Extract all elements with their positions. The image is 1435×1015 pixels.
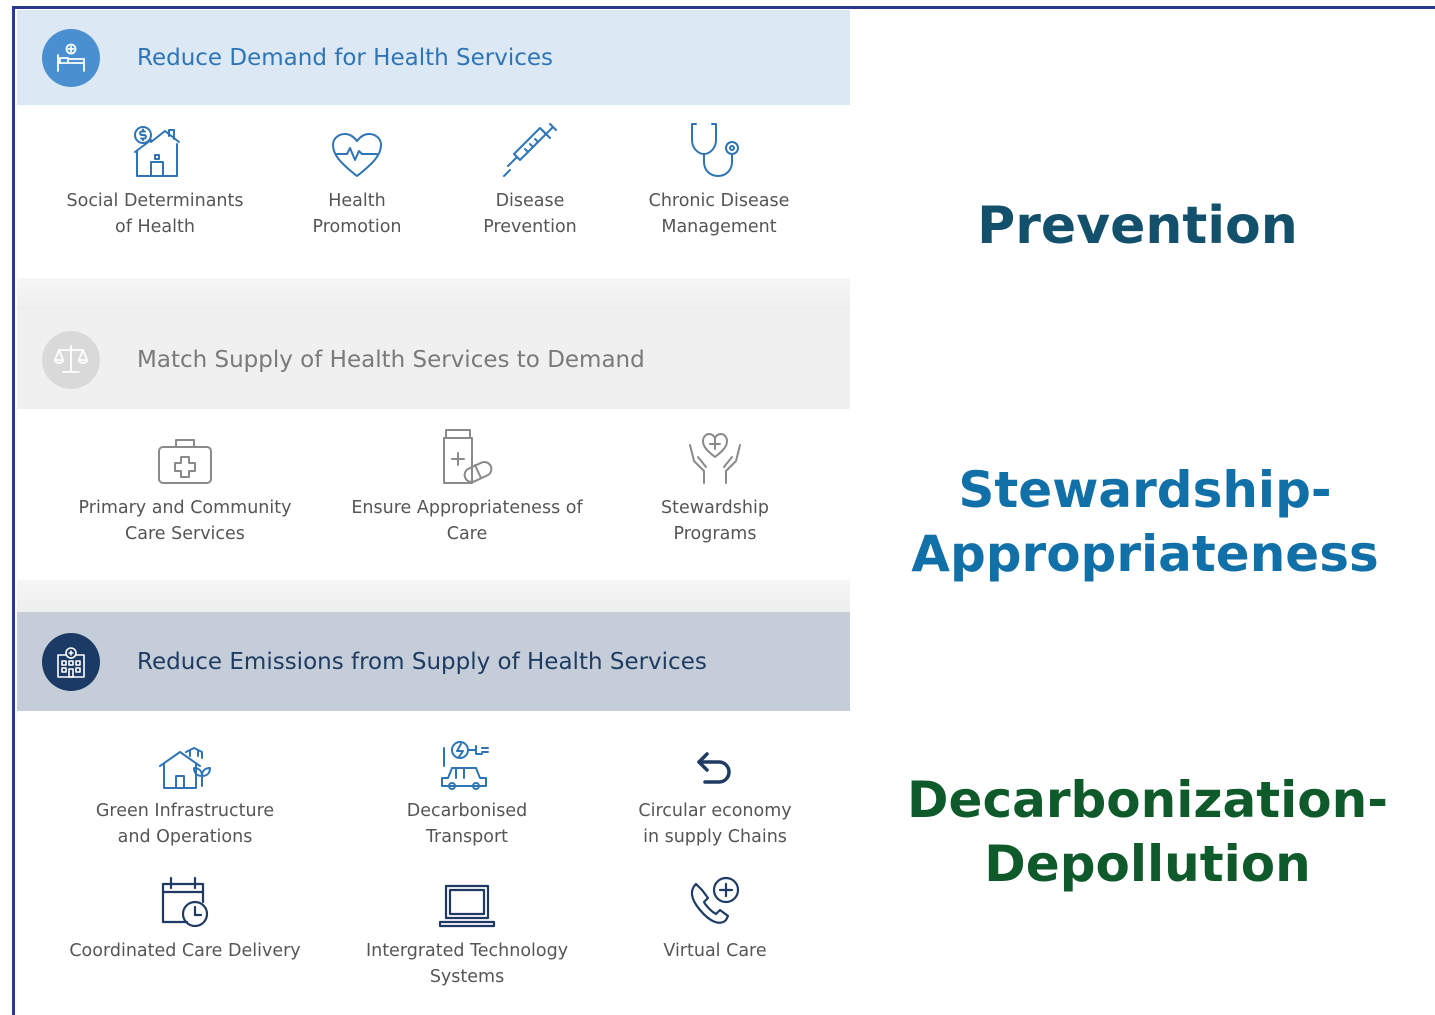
supply-header: Match Supply of Health Services to Deman… (17, 310, 850, 409)
item-label: Virtual Care (663, 941, 767, 961)
item-label: Decarbonised Transport (406, 801, 528, 847)
item-disease-prevention: Disease Prevention (460, 118, 600, 240)
item-primary-care: Primary and Community Care Services (60, 425, 310, 547)
decarbonization-line-2: Depollution (984, 835, 1311, 893)
frame-left-border (12, 6, 15, 1015)
decarbonization-label: Decarbonization- Depollution (850, 768, 1435, 896)
item-label: Ensure Appropriateness of Care (351, 498, 583, 544)
strategy-panel (17, 10, 850, 1015)
green-house-icon (156, 728, 214, 790)
scales-icon (42, 330, 100, 389)
demand-title: Reduce Demand for Health Services (137, 44, 553, 71)
phone-plus-icon (686, 868, 744, 930)
hospital-building-icon (42, 632, 100, 691)
supply-title: Match Supply of Health Services to Deman… (137, 346, 645, 373)
stethoscope-icon (688, 118, 750, 180)
pill-bottle-icon (438, 425, 496, 487)
item-label: Circular economy in supply Chains (638, 801, 792, 847)
electric-car-icon (438, 728, 496, 790)
house-dollar-icon (127, 118, 183, 180)
section-divider (17, 580, 850, 612)
item-decarbonised-transport: Decarbonised Transport (367, 728, 567, 850)
item-label: Coordinated Care Delivery (69, 941, 301, 961)
return-arrow-icon (691, 728, 739, 790)
item-label: Chronic Disease Management (648, 191, 790, 237)
item-coordinated-care: Coordinated Care Delivery (55, 868, 315, 964)
frame-top-border (12, 6, 1435, 9)
stewardship-label: Stewardship- Appropriateness (850, 458, 1435, 586)
decarbonization-line-1: Decarbonization- (907, 771, 1388, 829)
item-integrated-technology: Intergrated Technology Systems (342, 868, 592, 990)
item-stewardship: Stewardship Programs (635, 425, 795, 547)
item-social-determinants: Social Determinants of Health (55, 118, 255, 240)
prevention-text: Prevention (977, 196, 1298, 256)
item-appropriateness: Ensure Appropriateness of Care (332, 425, 602, 547)
emissions-header: Reduce Emissions from Supply of Health S… (17, 612, 850, 711)
item-label: Health Promotion (312, 191, 402, 237)
demand-header: Reduce Demand for Health Services (17, 10, 850, 105)
emissions-title: Reduce Emissions from Supply of Health S… (137, 648, 707, 675)
stewardship-line-2: Appropriateness (911, 525, 1379, 583)
item-label: Primary and Community Care Services (78, 498, 292, 544)
syringe-icon (500, 118, 560, 180)
medical-kit-icon (156, 425, 214, 487)
item-label: Stewardship Programs (661, 498, 769, 544)
item-label: Green Infrastructure and Operations (95, 801, 275, 847)
hospital-bed-icon (42, 28, 100, 87)
item-label: Disease Prevention (483, 191, 577, 237)
prevention-label: Prevention (850, 194, 1425, 258)
stewardship-line-1: Stewardship- (958, 461, 1332, 519)
item-virtual-care: Virtual Care (640, 868, 790, 964)
item-green-infrastructure: Green Infrastructure and Operations (70, 728, 300, 850)
item-health-promotion: Health Promotion (287, 118, 427, 240)
item-label: Intergrated Technology Systems (365, 941, 569, 987)
item-circular-economy: Circular economy in supply Chains (620, 728, 810, 850)
section-divider (17, 278, 850, 310)
item-chronic-disease: Chronic Disease Management (630, 118, 808, 240)
heartbeat-icon (329, 118, 385, 180)
item-label: Social Determinants of Health (66, 191, 244, 237)
calendar-clock-icon (157, 868, 213, 930)
hands-heart-icon (686, 425, 744, 487)
laptop-icon (438, 868, 496, 930)
